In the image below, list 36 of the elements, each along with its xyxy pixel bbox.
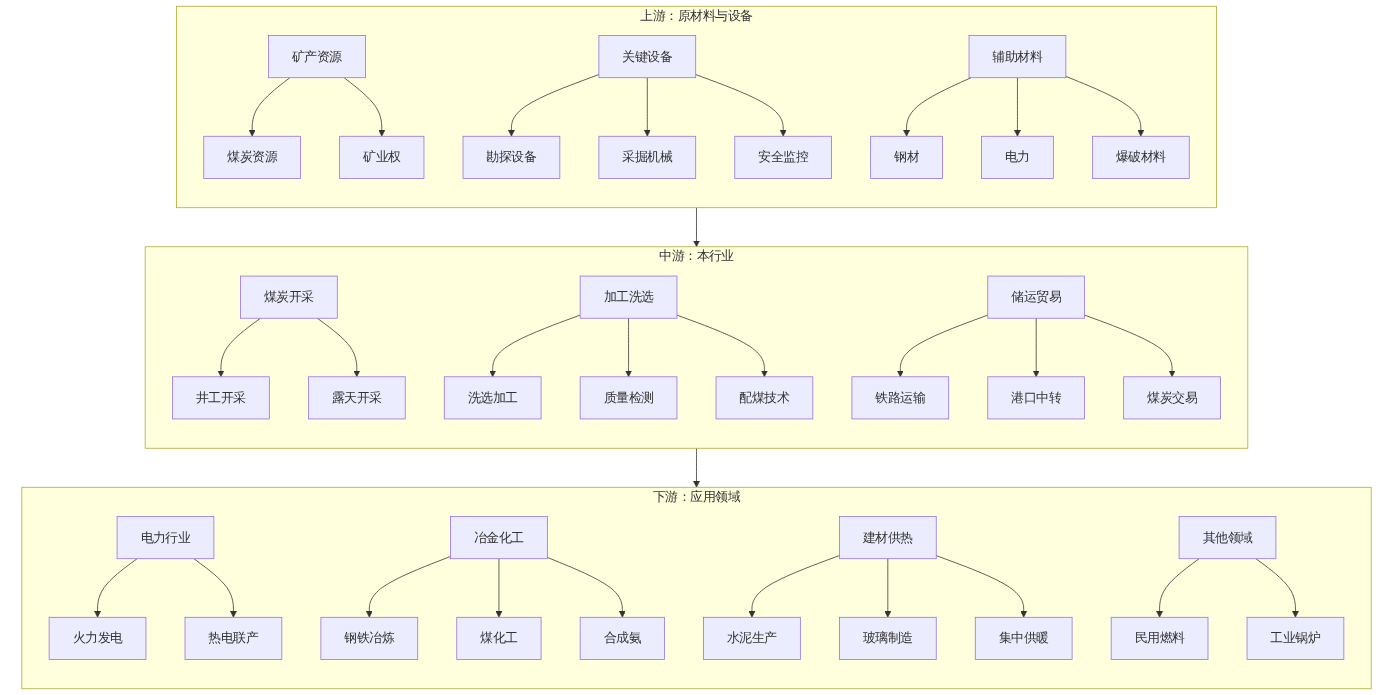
node-box: 储运贸易 (987, 275, 1085, 319)
node-box: 钢铁冶炼 (320, 616, 419, 660)
node-box: 冶金化工 (450, 516, 548, 560)
node-box: 采掘机械 (598, 135, 697, 179)
node-box: 建材供热 (839, 516, 937, 560)
node-box: 玻璃制造 (839, 616, 937, 660)
node-box: 爆破材料 (1092, 135, 1190, 179)
node-box: 煤炭交易 (1123, 376, 1221, 420)
node-box: 煤炭资源 (203, 135, 301, 179)
node-box: 安全监控 (734, 135, 832, 179)
node-box: 洗选加工 (443, 376, 542, 420)
node-box: 合成氨 (579, 616, 665, 660)
node-box: 港口中转 (987, 376, 1085, 420)
node-box: 关键设备 (598, 35, 697, 79)
node-box: 加工洗选 (579, 275, 678, 319)
node-box: 铁路运输 (851, 376, 950, 420)
node-box: 质量检测 (579, 376, 678, 420)
node-box: 勘探设备 (462, 135, 561, 179)
node-box: 露天开采 (308, 376, 406, 420)
node-box: 水泥生产 (703, 616, 801, 660)
node-box: 煤化工 (456, 616, 542, 660)
node-box: 井工开采 (172, 376, 270, 420)
node-box: 火力发电 (48, 616, 147, 660)
node-box: 民用燃料 (1110, 616, 1209, 660)
node-box: 辅助材料 (968, 35, 1067, 79)
node-box: 钢材 (870, 135, 943, 179)
node-box: 煤炭开采 (240, 275, 338, 319)
node-box: 电力行业 (116, 516, 215, 560)
node-box: 其他领域 (1178, 516, 1277, 560)
node-box: 热电联产 (184, 616, 283, 660)
node-box: 电力 (981, 135, 1054, 179)
node-box: 矿产资源 (268, 35, 366, 79)
node-box: 工业锅炉 (1246, 616, 1345, 660)
node-box: 配煤技术 (715, 376, 814, 420)
node-box: 集中供暖 (974, 616, 1073, 660)
node-box: 矿业权 (339, 135, 425, 179)
